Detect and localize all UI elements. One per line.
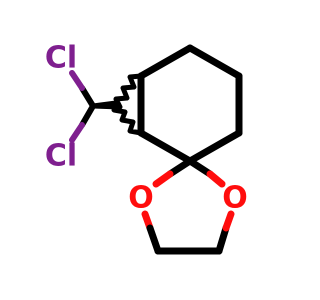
bond-ring-bottom-right [186, 129, 243, 165]
atom-label-cl-top: Cl [45, 41, 77, 76]
molecule-structure: Cl Cl O O [45, 41, 248, 255]
bond-spiro-o-right-black [186, 157, 214, 178]
bond-o-left-ch2-black [146, 224, 162, 255]
cyclopropane-wavy-bonds [90, 73, 144, 136]
atom-label-o-left: O [128, 181, 154, 216]
bond-spiro-o-right-red [206, 170, 226, 188]
cyclohexane-ring [137, 44, 243, 165]
bond-ring-top-right [186, 44, 243, 80]
bond-ring-bottom-left [137, 129, 194, 165]
bond-spiro-o-left-red [152, 170, 174, 188]
bond-ring-top-left [137, 44, 194, 80]
atom-label-cl-bottom: Cl [45, 139, 77, 174]
bond-ch2-o-right-red [222, 210, 235, 232]
bond-c-cl-bottom-purple [69, 122, 85, 143]
bond-c-cl-bottom-black [79, 103, 96, 128]
bond-ch2-o-right-black [215, 224, 230, 255]
chlorine-bonds [69, 70, 96, 143]
wavy-bond-upper [90, 73, 144, 110]
bond-c-cl-top-purple [69, 70, 85, 91]
bond-c-cl-top-black [79, 85, 96, 109]
bond-spiro-o-left-black [166, 157, 194, 178]
atom-label-o-right: O [222, 181, 248, 216]
dioxolane-ring [141, 157, 235, 255]
wavy-bond-lower [90, 100, 144, 136]
molecule-canvas: Cl Cl O O [44, 40, 248, 255]
